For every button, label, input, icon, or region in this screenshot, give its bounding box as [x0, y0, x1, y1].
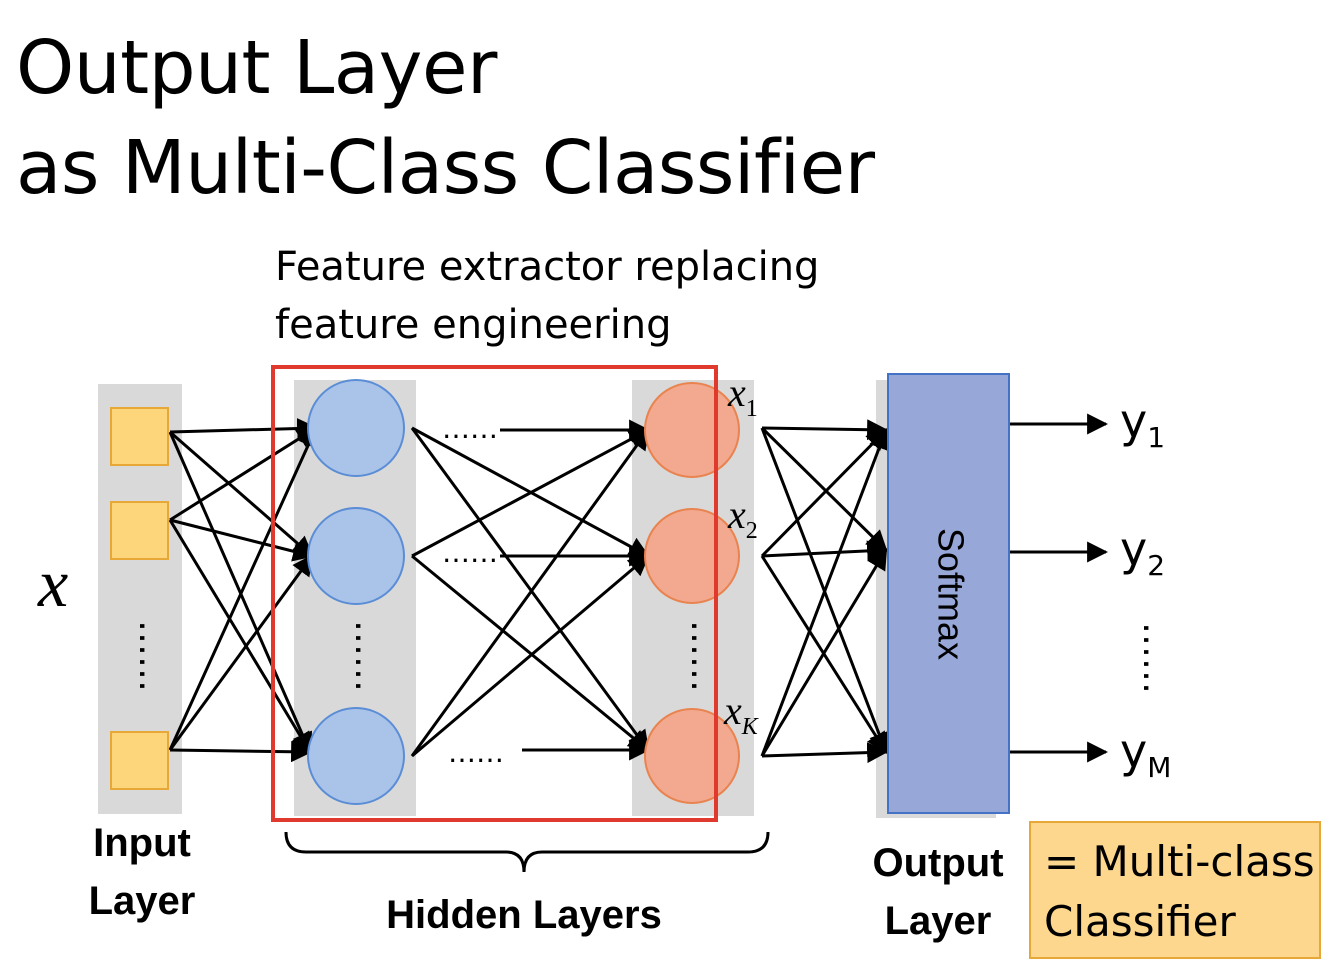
- hidden-layers-label: Hidden Layers: [386, 893, 662, 937]
- output-layer-label: Output: [872, 841, 1003, 885]
- input-symbol: x: [37, 545, 68, 621]
- input-node-n: [110, 731, 169, 790]
- caption-line-1: Feature extractor replacing: [275, 244, 820, 290]
- edge-input-1-hidden-2: [168, 519, 312, 754]
- input-vertical-ellipsis: ……: [131, 620, 172, 692]
- edge-hidden-0-feature-2: [410, 427, 650, 752]
- classifier-note-line-2: Classifier: [1044, 897, 1236, 946]
- input-layer-label: Input: [93, 821, 191, 865]
- classifier-note-box: [1029, 821, 1321, 959]
- hidden-node-1: [307, 379, 405, 477]
- edge-hidden-1-feature-2: [411, 554, 650, 752]
- classifier-note-line-1: = Multi-class: [1044, 837, 1315, 886]
- feature-node-2: [644, 508, 740, 604]
- feature-label-k: xK: [723, 688, 760, 740]
- input-layer-label-2: Layer: [89, 879, 196, 923]
- edge-input-1-hidden-1: [169, 518, 315, 562]
- feature-node-1: [644, 382, 740, 478]
- slide-title: Output Layer as Multi-Class Classifier: [16, 18, 875, 218]
- title-line-2: as Multi-Class Classifier: [16, 125, 875, 211]
- hidden-vertical-ellipsis: ……: [347, 620, 388, 692]
- edge-input-2-hidden-2: [169, 741, 313, 763]
- edge-feature-2-softmax-0: [760, 428, 890, 757]
- output-layer-label-2: Layer: [885, 899, 992, 943]
- hidden-ellipsis-row-2: ……: [442, 536, 498, 569]
- hidden-layers-brace: [284, 831, 770, 873]
- edge-feature-0-softmax-1: [760, 426, 888, 552]
- edge-hidden-2-feature-0: [410, 428, 650, 757]
- output-vertical-ellipsis: ……: [1135, 622, 1176, 694]
- title-line-1: Output Layer: [16, 25, 497, 111]
- feature-label-2: x2: [727, 492, 758, 544]
- softmax-label: Softmax: [930, 528, 971, 660]
- edge-input-0-hidden-0: [169, 418, 319, 440]
- softmax-block: [887, 373, 1010, 814]
- edge-feature-1-softmax-1: [761, 540, 889, 562]
- edge-input-2-hidden-1: [168, 554, 314, 751]
- output-label-m: yM: [1120, 724, 1171, 784]
- edge-feature-1-softmax-0: [760, 428, 888, 558]
- edge-hidden-1-feature-0: [411, 428, 650, 558]
- feature-extractor-caption: Feature extractor replacing feature engi…: [275, 238, 819, 354]
- caption-line-2: feature engineering: [275, 302, 672, 348]
- input-node-1: [110, 407, 169, 466]
- edge-input-1-hidden-0: [169, 426, 318, 522]
- connection-edges: [168, 418, 890, 764]
- edge-feature-2-softmax-2: [761, 742, 889, 764]
- output-label-1: y1: [1120, 394, 1165, 454]
- hidden-node-2: [307, 507, 405, 605]
- hidden-node-n: [307, 707, 405, 805]
- edge-input-2-hidden-0: [168, 426, 318, 751]
- feature-label-1: x1: [727, 370, 758, 422]
- feature-extractor-highlight: [271, 365, 718, 822]
- hidden-ellipsis-row-1: ……: [442, 412, 498, 445]
- edge-input-0-hidden-1: [169, 430, 314, 558]
- input-node-2: [110, 501, 169, 560]
- edge-feature-0-softmax-0: [761, 419, 889, 441]
- edge-feature-2-softmax-1: [760, 548, 888, 757]
- hidden-ellipsis-row-n: ……: [448, 736, 504, 769]
- edge-hidden-2-feature-1: [411, 554, 650, 758]
- output-label-2: y2: [1120, 522, 1165, 582]
